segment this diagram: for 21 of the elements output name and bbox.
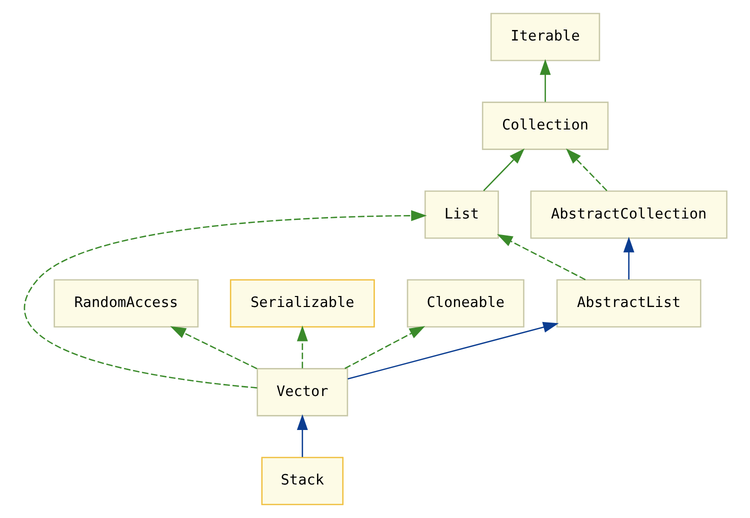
arrow <box>170 326 257 370</box>
node-box: Serializable <box>229 279 374 328</box>
node-box: Cloneable <box>406 279 524 328</box>
node-box: Collection <box>481 102 608 150</box>
node-box: Vector <box>256 368 348 416</box>
arrow <box>482 148 524 192</box>
node-box: Iterable <box>490 12 600 62</box>
arrow <box>347 322 558 380</box>
node-box: AbstractCollection <box>530 190 727 239</box>
node-box: AbstractList <box>556 279 701 328</box>
node-box: Stack <box>260 456 344 506</box>
arrow <box>344 326 425 370</box>
node-box: List <box>424 190 498 239</box>
arrow <box>566 148 607 192</box>
arrow <box>296 326 308 368</box>
arrow <box>296 414 308 458</box>
arrow <box>622 236 634 280</box>
arrow <box>539 59 550 102</box>
arrow <box>24 210 426 388</box>
node-box: RandomAccess <box>53 279 198 328</box>
arrow <box>496 234 586 280</box>
